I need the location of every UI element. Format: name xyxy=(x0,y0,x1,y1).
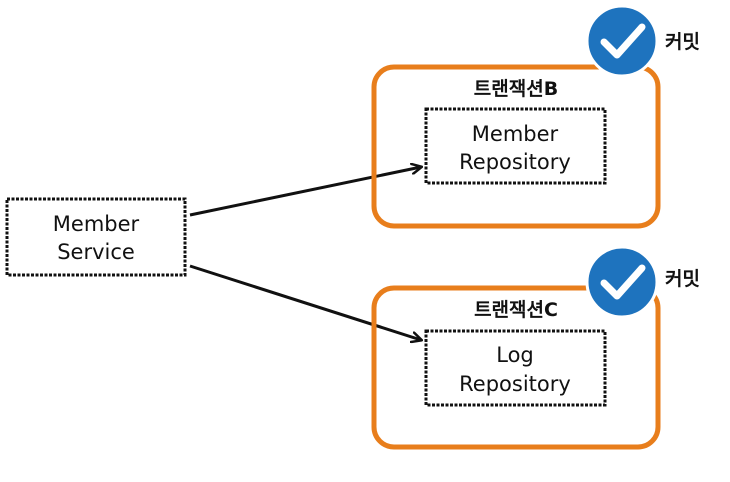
transaction-b-group: 트랜잭션B Member Repository xyxy=(371,64,661,229)
transaction-c-group: 트랜잭션C Log Repository xyxy=(371,285,661,450)
commit-badge-b: 커밋 xyxy=(585,4,700,78)
transaction-c-border xyxy=(371,285,661,450)
checkmark-icon xyxy=(585,4,659,78)
arrow-to-member-repository xyxy=(189,167,421,217)
log-repository-box xyxy=(424,329,607,407)
member-service-box: Member Service xyxy=(5,197,187,277)
checkmark-icon xyxy=(585,245,659,319)
commit-badge-c: 커밋 xyxy=(585,245,700,319)
member-repository-box xyxy=(424,107,607,185)
transaction-c-title: 트랜잭션C xyxy=(474,299,558,321)
member-service-label-line1: Member xyxy=(53,212,140,236)
transaction-b-border xyxy=(371,64,661,229)
transaction-b-title: 트랜잭션B xyxy=(474,78,558,100)
member-repository-label-line1: Member xyxy=(472,122,559,146)
log-repository-label-line1: Log xyxy=(496,343,534,367)
commit-label-b: 커밋 xyxy=(665,31,700,53)
commit-label-c: 커밋 xyxy=(665,268,700,290)
arrow-to-log-repository xyxy=(189,264,421,340)
member-repository-label-line2: Repository xyxy=(459,150,571,174)
member-service-label-line2: Service xyxy=(57,240,135,264)
log-repository-label-line2: Repository xyxy=(459,372,571,396)
